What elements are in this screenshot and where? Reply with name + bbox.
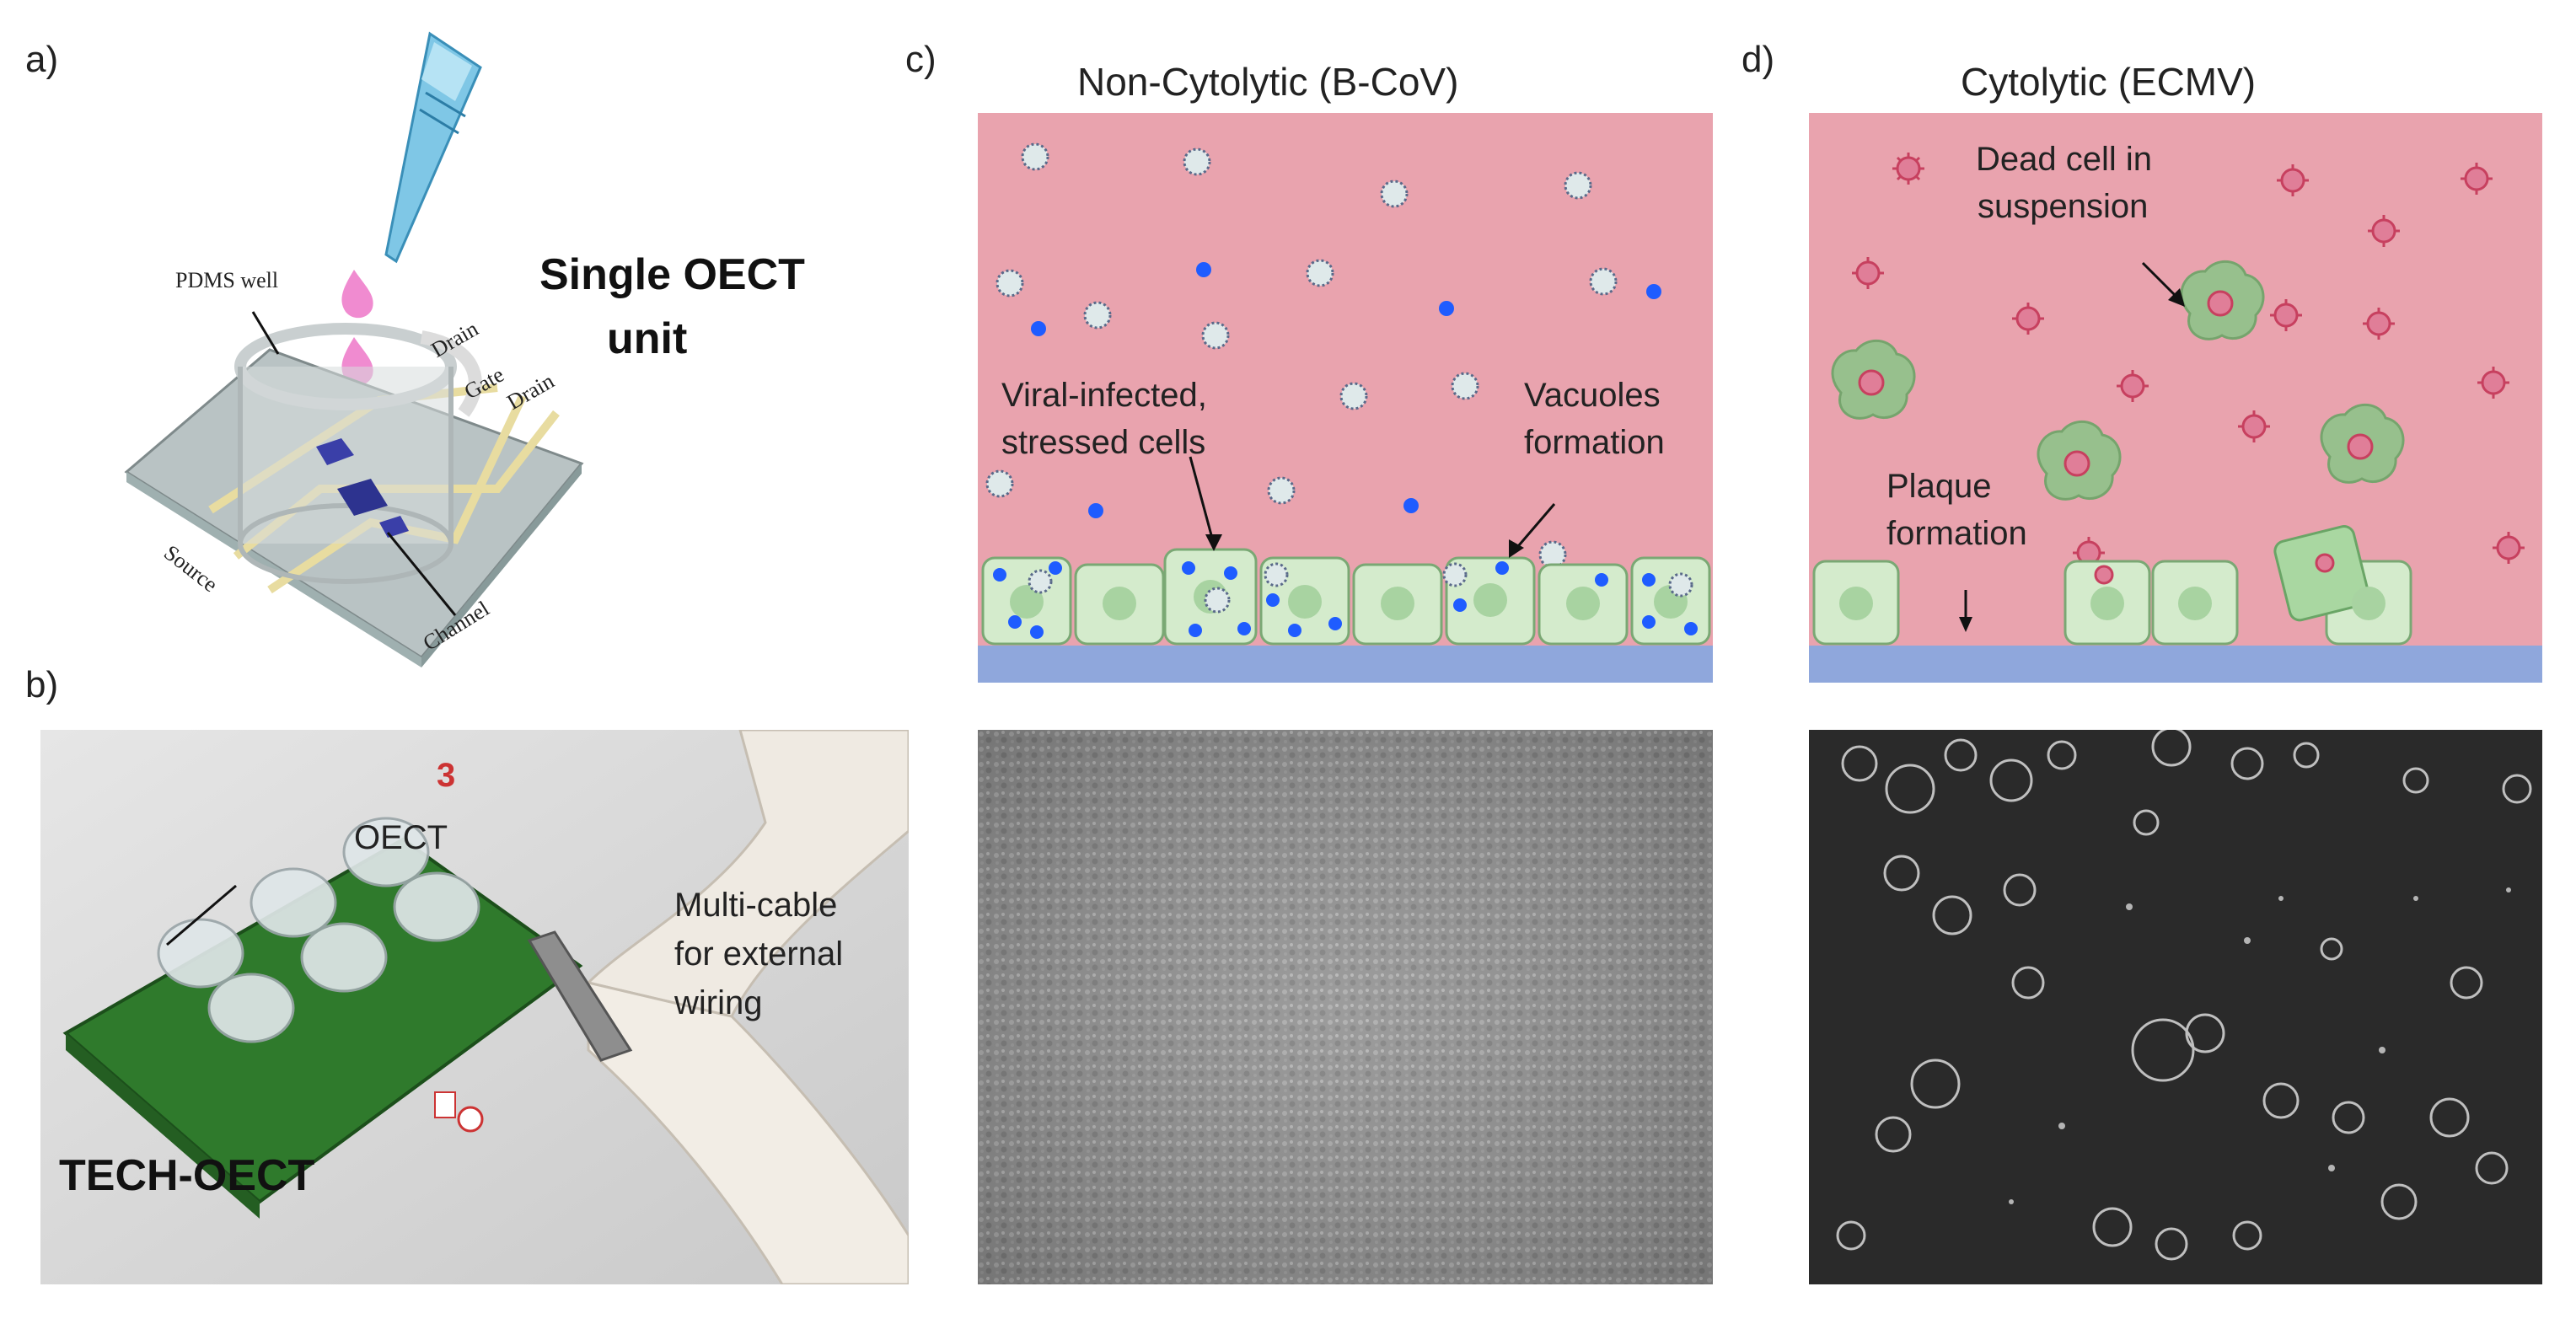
single-oect-title: Single OECT [539, 250, 805, 299]
panel-letter-a: a) [25, 39, 59, 80]
virus [1855, 260, 1881, 286]
virus [2481, 370, 2506, 395]
droplet-icon [341, 270, 373, 319]
virion [985, 469, 1014, 498]
well [393, 871, 480, 942]
oect-label: OECT [354, 819, 448, 856]
virion [1380, 180, 1409, 208]
dead-cell-label-line1: Dead cell in [1976, 141, 2153, 178]
virus [2366, 311, 2391, 336]
cytolytic-schematic [1809, 113, 2542, 683]
pipette-icon [384, 31, 482, 264]
virion [1339, 382, 1368, 410]
nucleus [1566, 587, 1600, 620]
vacuoles-label-line2: formation [1524, 424, 1665, 461]
cable-label-line2: for external [674, 935, 844, 973]
virion [1589, 267, 1618, 296]
panel-d-title: Cytolytic (ECMV) [1961, 60, 2257, 104]
virion [1306, 259, 1334, 287]
cable-label-line1: Multi-cable [674, 887, 838, 924]
nucleus [1381, 587, 1414, 620]
blue-particle [1439, 301, 1454, 316]
well [157, 918, 244, 989]
virion [1083, 301, 1112, 330]
dead-cell-label-line2: suspension [1978, 188, 2149, 225]
micrograph-cytolytic [1809, 730, 2542, 1284]
panel-c-title: Non-Cytolytic (B-CoV) [1077, 60, 1459, 104]
blue-particle [1088, 503, 1103, 518]
well [250, 867, 337, 938]
virion [1267, 476, 1296, 505]
blue-particle [1646, 284, 1661, 299]
blue-particle [1196, 262, 1211, 277]
virion [1021, 142, 1049, 171]
oect-schematic [124, 31, 584, 667]
blue-particle [1031, 321, 1046, 336]
virus [2280, 168, 2305, 193]
detaching-cell [2273, 525, 2370, 622]
panel-letter-c: c) [905, 39, 936, 80]
vacuoles-label-line1: Vacuoles [1524, 377, 1661, 414]
infected-label-line2: stressed cells [1001, 424, 1206, 461]
nucleus [1103, 587, 1136, 620]
virus [2464, 166, 2489, 191]
device-photo [40, 730, 909, 1284]
nucleus [1288, 585, 1322, 619]
panel-letter-b: b) [25, 664, 59, 705]
plaque-label-line1: Plaque [1886, 468, 1992, 505]
virion [996, 269, 1024, 297]
virus [2015, 306, 2041, 331]
virion [1201, 321, 1230, 350]
nucleus [1473, 583, 1507, 617]
virion [1564, 171, 1592, 200]
virion [1451, 372, 1479, 400]
blue-particle [1403, 498, 1419, 513]
device-name-label: TECH-OECT [59, 1151, 315, 1200]
virion [1538, 540, 1567, 569]
board-mark: 3 [437, 757, 456, 794]
virus [2241, 414, 2267, 439]
virus [2120, 373, 2145, 399]
panel-letter-d: d) [1741, 39, 1775, 80]
infected-label-line1: Viral-infected, [1001, 377, 1207, 414]
virus [2273, 303, 2299, 328]
non-cytolytic-schematic [978, 113, 1713, 683]
virion [1183, 147, 1211, 176]
single-oect-title-line2: unit [607, 314, 688, 363]
virus [2496, 535, 2521, 560]
well [300, 922, 388, 993]
micrograph-non-cytolytic [978, 730, 1713, 1284]
virus [2371, 218, 2396, 244]
pdms-well-label: PDMS well [175, 268, 279, 292]
well [207, 973, 295, 1043]
well [342, 817, 430, 887]
nucleus [1010, 585, 1044, 619]
plaque-label-line2: formation [1886, 515, 2027, 552]
cable-label-line3: wiring [674, 984, 763, 1021]
